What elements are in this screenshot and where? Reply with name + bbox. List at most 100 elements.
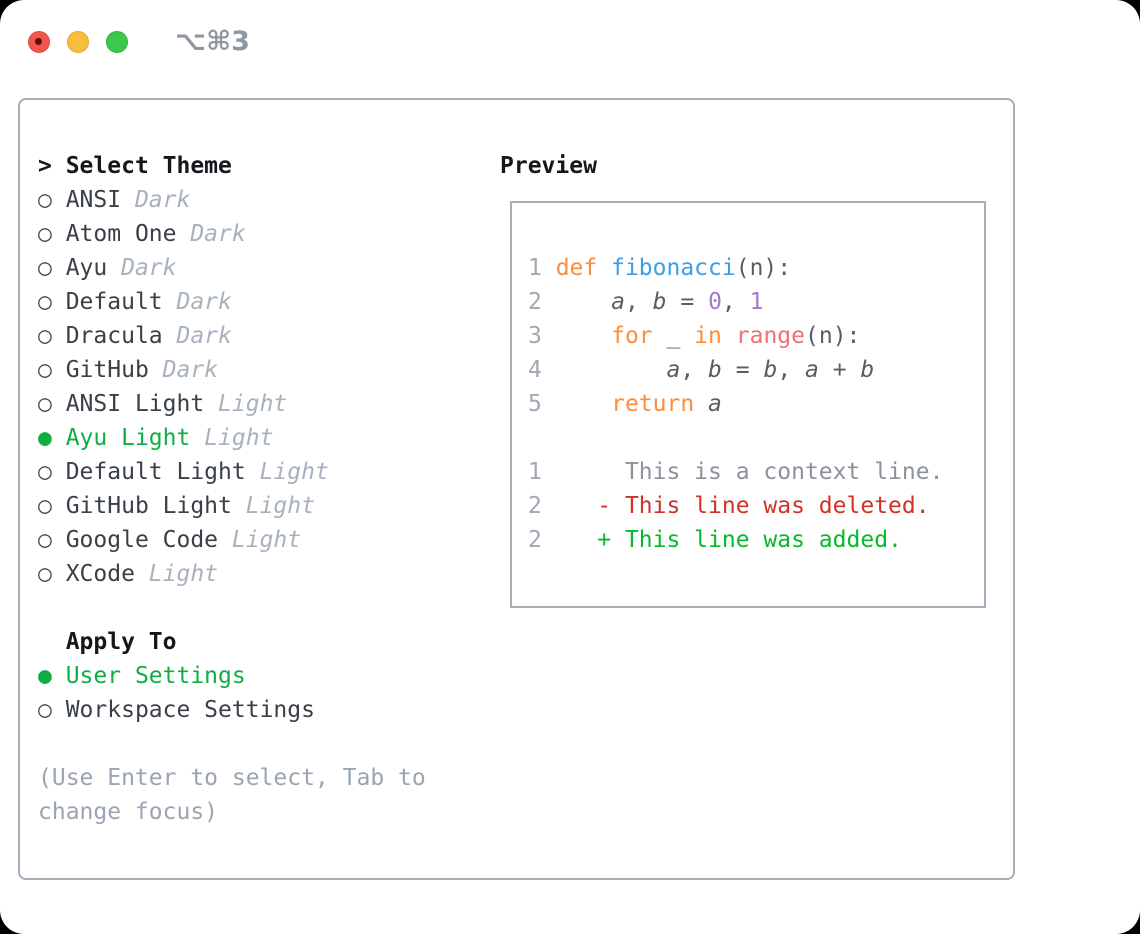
theme-option-atom-one[interactable]: ○ Atom One Dark [38, 217, 426, 251]
radio-selected-icon: ● [38, 663, 66, 689]
code-token [556, 357, 667, 383]
code-token: This is a context line. [555, 459, 944, 485]
apply-option-user-settings[interactable]: ● User Settings [38, 659, 426, 693]
code-token: fibonacci [611, 255, 736, 281]
theme-selector: > Select Theme ○ ANSI Dark○ Atom One Dar… [38, 149, 426, 829]
radio-icon: ○ [38, 391, 66, 417]
theme-variant-tag: Light [218, 391, 288, 417]
code-token: b [860, 357, 875, 383]
code-token: , [624, 289, 653, 315]
theme-name: Dracula [65, 323, 177, 349]
code-token: 1 [749, 289, 764, 315]
code-token: b [708, 357, 722, 383]
code-token: (n): [805, 323, 861, 349]
theme-option-github[interactable]: ○ GitHub Dark [38, 353, 426, 387]
code-token [556, 289, 611, 315]
theme-option-ansi-light[interactable]: ○ ANSI Light Light [38, 387, 426, 421]
line-number: 3 [528, 323, 556, 349]
code-token: = [721, 357, 764, 383]
select-theme-title: Select Theme [65, 153, 232, 179]
zoom-button[interactable] [106, 30, 128, 53]
theme-option-dracula[interactable]: ○ Dracula Dark [38, 319, 426, 353]
radio-icon: ○ [38, 289, 66, 315]
code-token: b [652, 289, 667, 315]
theme-name: Atom One [65, 221, 191, 247]
theme-name: XCode [65, 561, 149, 587]
focus-caret: > [38, 153, 66, 179]
code-token: range [735, 323, 805, 349]
code-token [556, 391, 611, 417]
apply-to-title: Apply To [65, 629, 177, 655]
radio-icon: ○ [38, 527, 66, 553]
theme-variant-tag: Light [148, 561, 219, 587]
code-token [556, 493, 598, 519]
close-button-dot [35, 37, 42, 45]
window-shortcut-label: ⌥⌘3 [175, 26, 250, 57]
theme-name: GitHub Light [65, 493, 246, 519]
line-number: 2 [528, 527, 556, 553]
apply-option-workspace-settings[interactable]: ○ Workspace Settings [38, 693, 426, 727]
spacer [38, 591, 426, 625]
theme-variant-tag: Dark [176, 289, 232, 315]
theme-name: Default [65, 289, 177, 315]
theme-option-ansi[interactable]: ○ ANSI Dark [38, 183, 426, 217]
theme-option-ayu[interactable]: ○ Ayu Dark [38, 251, 426, 285]
radio-icon: ○ [38, 561, 66, 587]
radio-icon: ○ [38, 357, 66, 383]
code-token: = [666, 289, 709, 315]
apply-to-indent [38, 629, 66, 655]
preview-blank-line [528, 421, 984, 455]
code-token: a [708, 391, 722, 417]
apply-option-label: Workspace Settings [65, 697, 315, 723]
radio-icon: ○ [38, 221, 66, 247]
theme-variant-tag: Light [259, 459, 329, 485]
code-token: + [818, 357, 861, 383]
radio-icon: ○ [38, 187, 66, 213]
close-button[interactable] [28, 30, 50, 53]
line-number: 2 [528, 289, 556, 315]
code-token [722, 323, 736, 349]
code-token: return [611, 391, 709, 417]
code-token [556, 527, 598, 553]
theme-variant-tag: Dark [134, 187, 191, 213]
theme-name: Google Code [65, 527, 232, 553]
theme-option-google-code[interactable]: ○ Google Code Light [38, 523, 426, 557]
theme-variant-tag: Dark [190, 221, 246, 247]
theme-option-default-light[interactable]: ○ Default Light Light [38, 455, 426, 489]
theme-name: Ayu Light [65, 425, 205, 451]
radio-selected-icon: ● [38, 425, 66, 451]
code-token: , [680, 357, 709, 383]
theme-variant-tag: Light [231, 527, 302, 553]
radio-icon: ○ [38, 459, 66, 485]
code-token: a [666, 357, 681, 383]
code-token: a [611, 289, 625, 315]
theme-option-github-light[interactable]: ○ GitHub Light Light [38, 489, 426, 523]
theme-option-xcode[interactable]: ○ XCode Light [38, 557, 426, 591]
preview-line: 3 for _ in range(n): [528, 319, 984, 353]
code-token: 0 [708, 289, 722, 315]
hint-line-2: change focus) [38, 799, 219, 825]
main-panel: > Select Theme ○ ANSI Dark○ Atom One Dar… [18, 98, 1015, 880]
line-number: 4 [528, 357, 556, 383]
minimize-button[interactable] [67, 30, 89, 53]
radio-icon: ○ [38, 697, 66, 723]
theme-variant-tag: Light [245, 493, 315, 519]
theme-option-default[interactable]: ○ Default Dark [38, 285, 426, 319]
radio-icon: ○ [38, 255, 66, 281]
theme-option-ayu-light[interactable]: ● Ayu Light Light [38, 421, 426, 455]
titlebar: ⌥⌘3 [28, 26, 250, 57]
theme-variant-tag: Dark [176, 323, 232, 349]
preview-line: 2 a, b = 0, 1 [528, 285, 984, 319]
preview-line: 4 a, b = b, a + b [528, 353, 984, 387]
code-token: (n): [735, 255, 792, 281]
line-number: 2 [528, 493, 556, 519]
preview-title: Preview [500, 153, 597, 179]
code-token: , [721, 289, 750, 315]
preview-line: 5 return a [528, 387, 984, 421]
spacer [38, 727, 426, 761]
hint-line-1: (Use Enter to select, Tab to [38, 765, 426, 791]
code-token: b [763, 357, 778, 383]
